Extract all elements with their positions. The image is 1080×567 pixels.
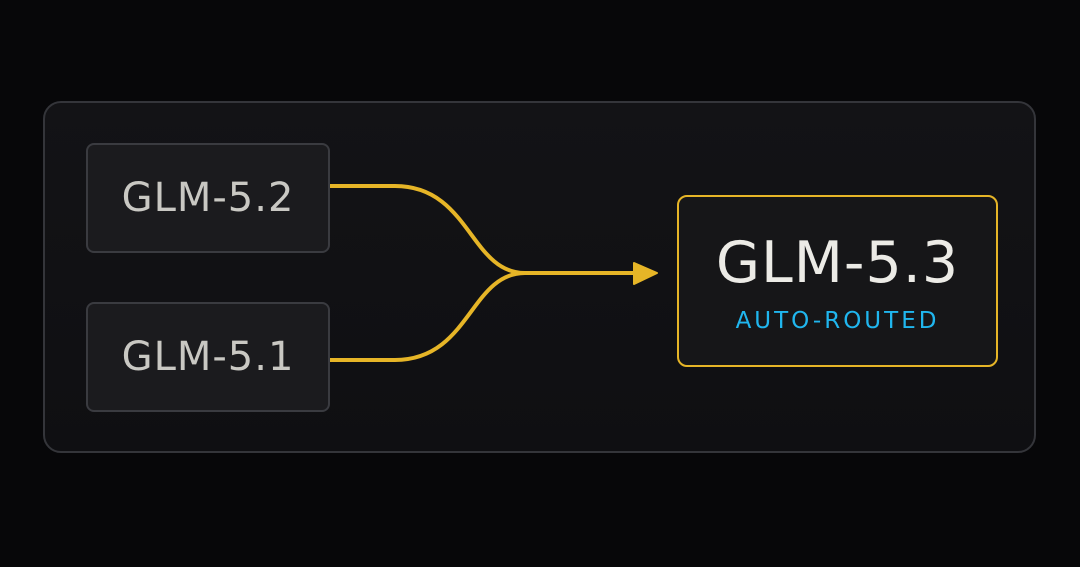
source-label: GLM-5.1 <box>121 334 295 380</box>
source-node-glm-5-2: GLM-5.2 <box>86 143 330 253</box>
source-node-glm-5-1: GLM-5.1 <box>86 302 330 412</box>
source-label: GLM-5.2 <box>121 175 295 221</box>
target-sublabel: AUTO-ROUTED <box>735 307 940 334</box>
target-node-glm-5-3: GLM-5.3 AUTO-ROUTED <box>677 195 998 367</box>
target-label: GLM-5.3 <box>715 229 960 296</box>
